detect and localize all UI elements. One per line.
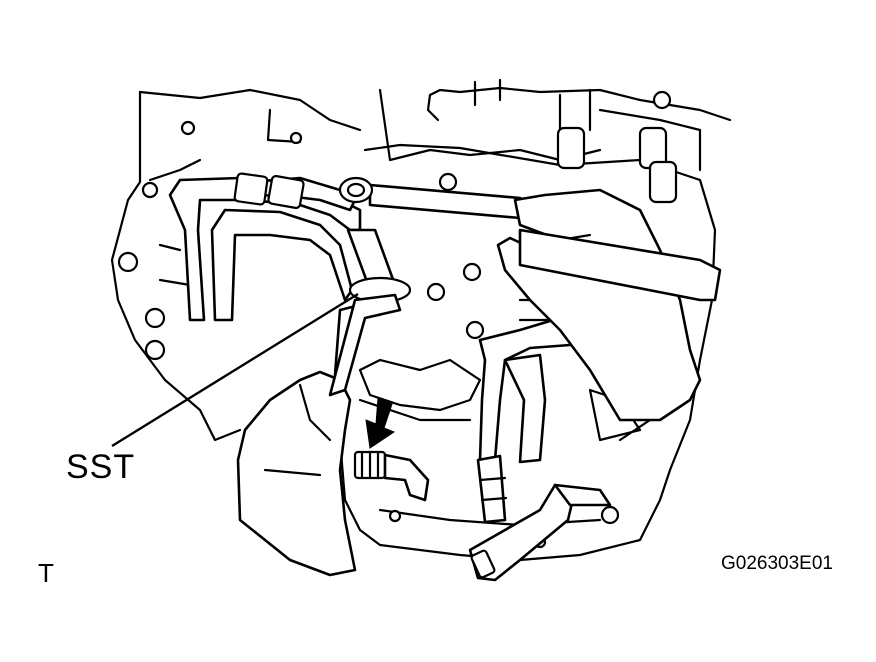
- sst-callout-label: SST: [66, 448, 136, 486]
- direction-arrow-icon: [365, 397, 396, 449]
- mounting-bracket: [468, 483, 612, 582]
- valve-body: [363, 78, 732, 502]
- right-hand: [496, 188, 722, 422]
- figure-code-label: G026303E01: [721, 553, 833, 574]
- sst-leader-line: [111, 292, 359, 448]
- sst-tool: [328, 293, 402, 397]
- view-marker-label: T: [38, 558, 54, 588]
- left-hand: [236, 370, 357, 577]
- transmission-case-left: [110, 88, 362, 442]
- pipe-union-fitting: [353, 450, 430, 502]
